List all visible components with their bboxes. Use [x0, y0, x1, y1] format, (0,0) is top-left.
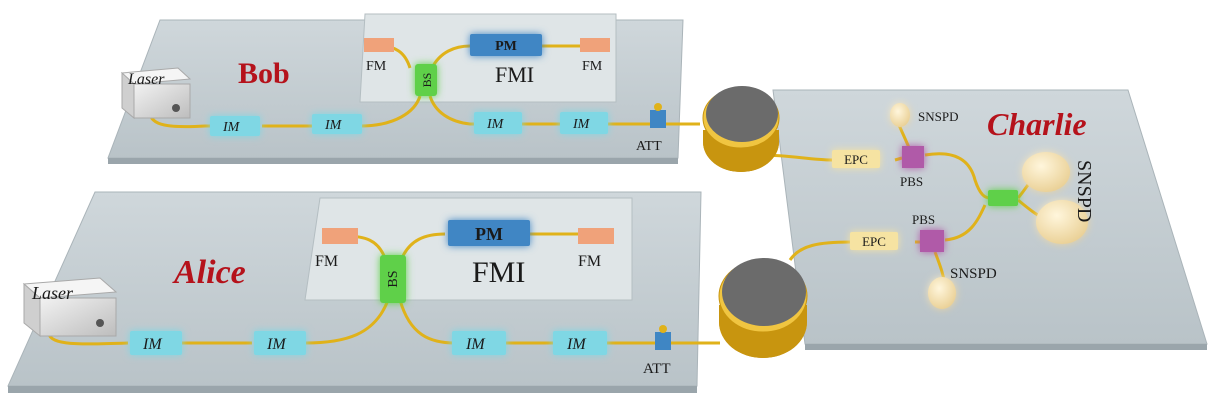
alice-laser: Laser: [22, 277, 118, 338]
alice-im-3: IM: [452, 331, 506, 355]
svg-text:PBS: PBS: [900, 174, 923, 189]
bob-platform: [107, 13, 684, 164]
svg-text:IM: IM: [324, 118, 343, 133]
bob-att: ATT: [636, 103, 666, 154]
charlie-snspd-top: SNSPD: [890, 103, 958, 127]
alice-att: ATT: [643, 325, 671, 377]
charlie-pbs-bottom: PBS: [912, 212, 944, 252]
bob-bs: BS: [415, 64, 437, 96]
bob-pm: PM: [470, 34, 542, 56]
svg-text:PM: PM: [475, 224, 503, 244]
charlie-bs: [988, 190, 1018, 206]
bob-laser: Laser: [120, 67, 192, 120]
charlie-snspd-bottom: SNSPD: [928, 266, 997, 309]
alice-fmi-label: FMI: [472, 256, 525, 289]
svg-text:FM: FM: [315, 253, 338, 270]
svg-text:SNSPD: SNSPD: [918, 109, 958, 124]
svg-text:Laser: Laser: [31, 283, 74, 303]
svg-text:ATT: ATT: [636, 139, 662, 154]
alice-bs: BS: [380, 255, 406, 303]
svg-text:IM: IM: [486, 117, 505, 132]
charlie-name: Charlie: [987, 106, 1087, 142]
svg-text:IM: IM: [566, 336, 587, 353]
bob-im-2: IM: [312, 114, 362, 134]
svg-text:IM: IM: [222, 120, 241, 135]
bob-fm-left: FM: [364, 38, 394, 74]
svg-text:IM: IM: [465, 336, 486, 353]
charlie-epc-bottom: EPC: [850, 232, 898, 250]
alice-fm-right: FM: [578, 228, 614, 270]
bob-im-4: IM: [560, 112, 608, 134]
fiber-spool-bob: [702, 86, 780, 172]
svg-text:IM: IM: [266, 336, 287, 353]
alice-im-1: IM: [130, 331, 182, 355]
svg-text:IM: IM: [142, 336, 163, 353]
svg-text:ATT: ATT: [643, 361, 671, 377]
svg-text:PM: PM: [495, 39, 517, 54]
svg-text:IM: IM: [572, 117, 591, 132]
charlie-snspd-right-2: [1036, 200, 1088, 244]
alice-im-2: IM: [254, 331, 306, 355]
charlie-snspd-right-1: [1022, 152, 1070, 192]
bob-fmi-label: FMI: [495, 62, 534, 87]
svg-text:Laser: Laser: [127, 71, 165, 88]
svg-text:FM: FM: [582, 59, 603, 74]
bob-name: Bob: [238, 57, 290, 90]
svg-text:SNSPD: SNSPD: [950, 266, 997, 282]
fiber-spool-alice: [718, 258, 808, 358]
svg-text:PBS: PBS: [912, 212, 935, 227]
svg-text:FM: FM: [366, 59, 387, 74]
bob-fm-right: FM: [580, 38, 610, 74]
svg-text:EPC: EPC: [862, 234, 886, 249]
charlie-snspd-right-label: SNSPD: [1073, 160, 1095, 222]
bob-im-3: IM: [474, 112, 522, 134]
alice-name: Alice: [172, 254, 246, 291]
alice-fm-left: FM: [315, 228, 358, 270]
svg-text:BS: BS: [386, 270, 401, 287]
svg-text:FM: FM: [578, 253, 601, 270]
alice-pm: PM: [448, 220, 530, 246]
svg-text:BS: BS: [420, 73, 434, 88]
alice-im-4: IM: [553, 331, 607, 355]
bob-im-1: IM: [210, 116, 260, 136]
charlie-epc-top: EPC: [832, 150, 880, 168]
svg-text:EPC: EPC: [844, 152, 868, 167]
charlie-platform: [772, 89, 1208, 350]
charlie-pbs-top: PBS: [900, 146, 924, 189]
